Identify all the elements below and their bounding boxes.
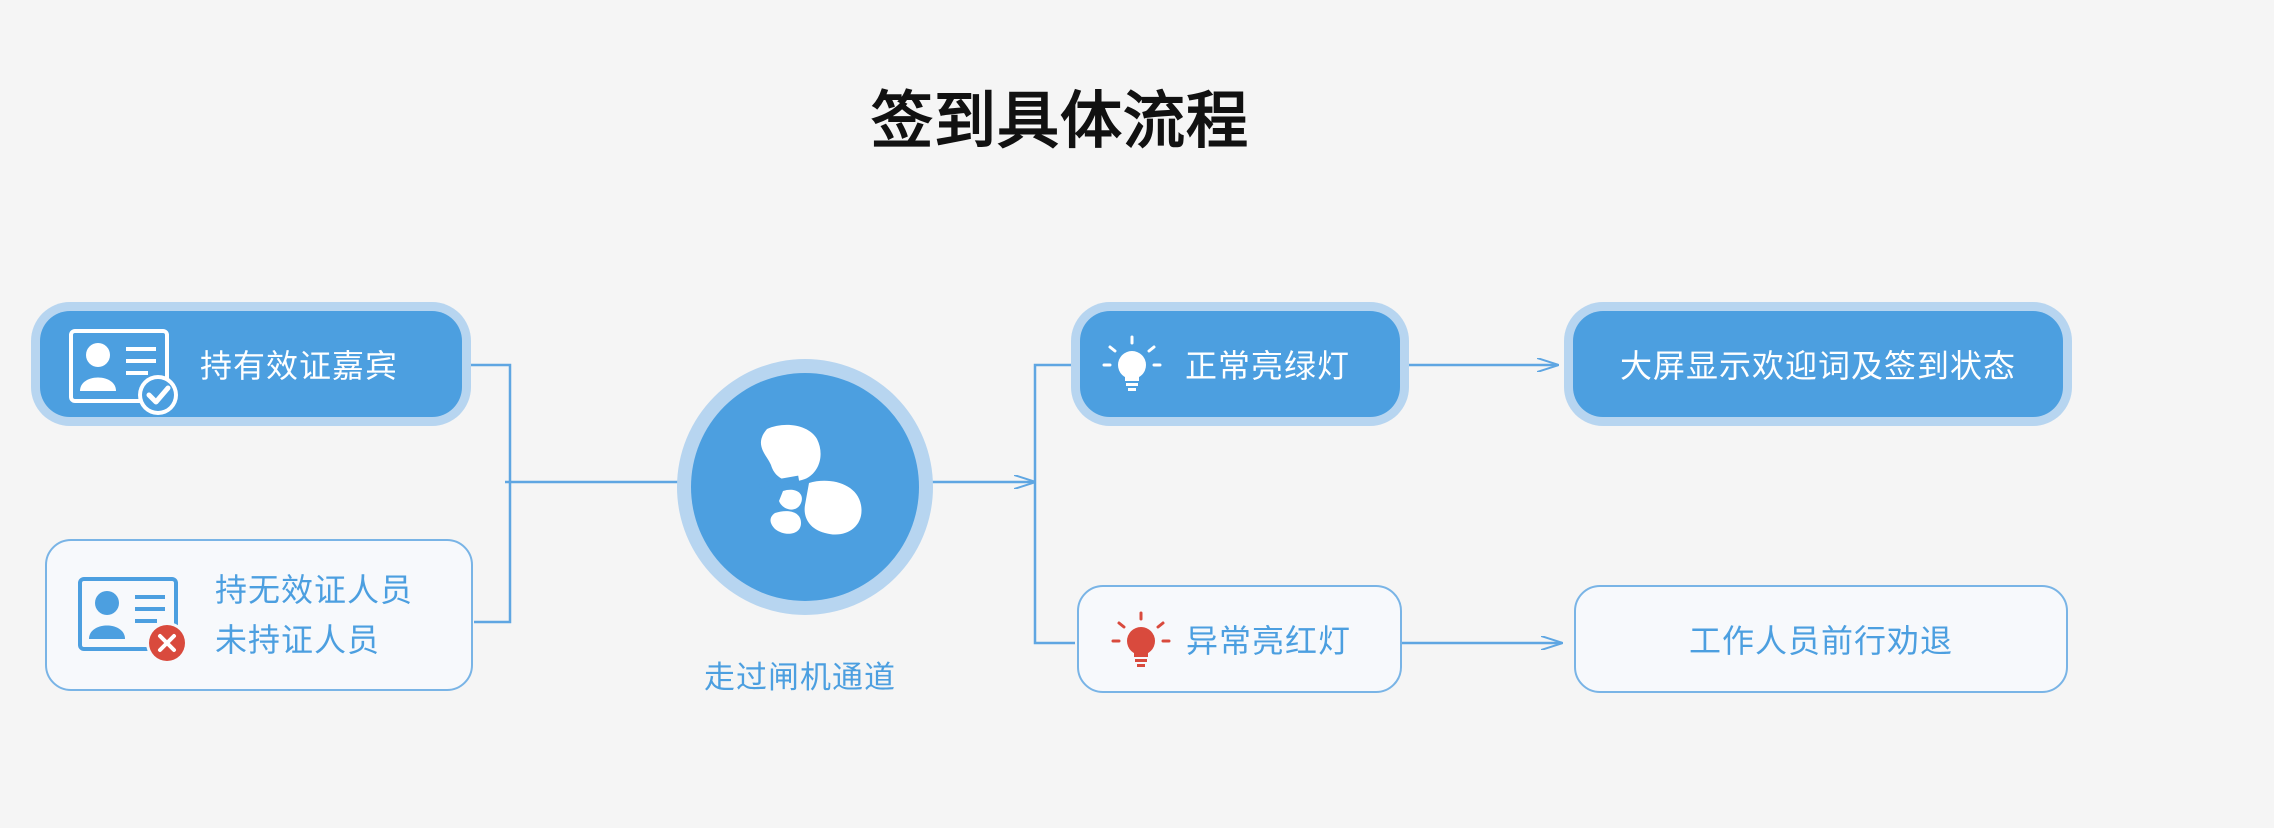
- node-green-light-label: 正常亮绿灯: [1185, 347, 1351, 385]
- id-card-check-icon: [69, 329, 178, 415]
- lightbulb-icon: [1102, 335, 1162, 391]
- node-staff-dissuade-label: 工作人员前行劝退: [1688, 622, 1953, 660]
- lightbulb-red-icon: [1111, 611, 1171, 667]
- node-red-light: 异常亮红灯: [1077, 585, 1402, 693]
- connector-invalid-to-merge: [474, 480, 512, 624]
- node-gate-circle: [677, 359, 933, 615]
- node-red-light-label: 异常亮红灯: [1186, 622, 1352, 660]
- connector-split-to-red: [1033, 482, 1075, 645]
- connector-split-to-green: [1033, 363, 1075, 482]
- node-screen-display: 大屏显示欢迎词及签到状态: [1573, 311, 2063, 417]
- gate-caption: 走过闸机通道: [704, 660, 896, 696]
- node-screen-display-label: 大屏显示欢迎词及签到状态: [1619, 347, 2016, 385]
- id-card-cross-icon: [78, 577, 188, 664]
- node-valid-guest: 持有效证嘉宾: [40, 311, 462, 417]
- node-invalid-person: 持无效证人员 未持证人员: [45, 539, 473, 691]
- node-staff-dissuade: 工作人员前行劝退: [1574, 585, 2068, 693]
- node-valid-guest-label: 持有效证嘉宾: [200, 347, 399, 385]
- node-invalid-line1: 持无效证人员: [215, 571, 414, 609]
- connector-valid-to-merge: [466, 363, 512, 480]
- footprints-icon: [758, 424, 862, 535]
- diagram-title: 签到具体流程: [871, 84, 1250, 157]
- node-green-light: 正常亮绿灯: [1080, 311, 1400, 417]
- node-invalid-line2: 未持证人员: [215, 621, 381, 659]
